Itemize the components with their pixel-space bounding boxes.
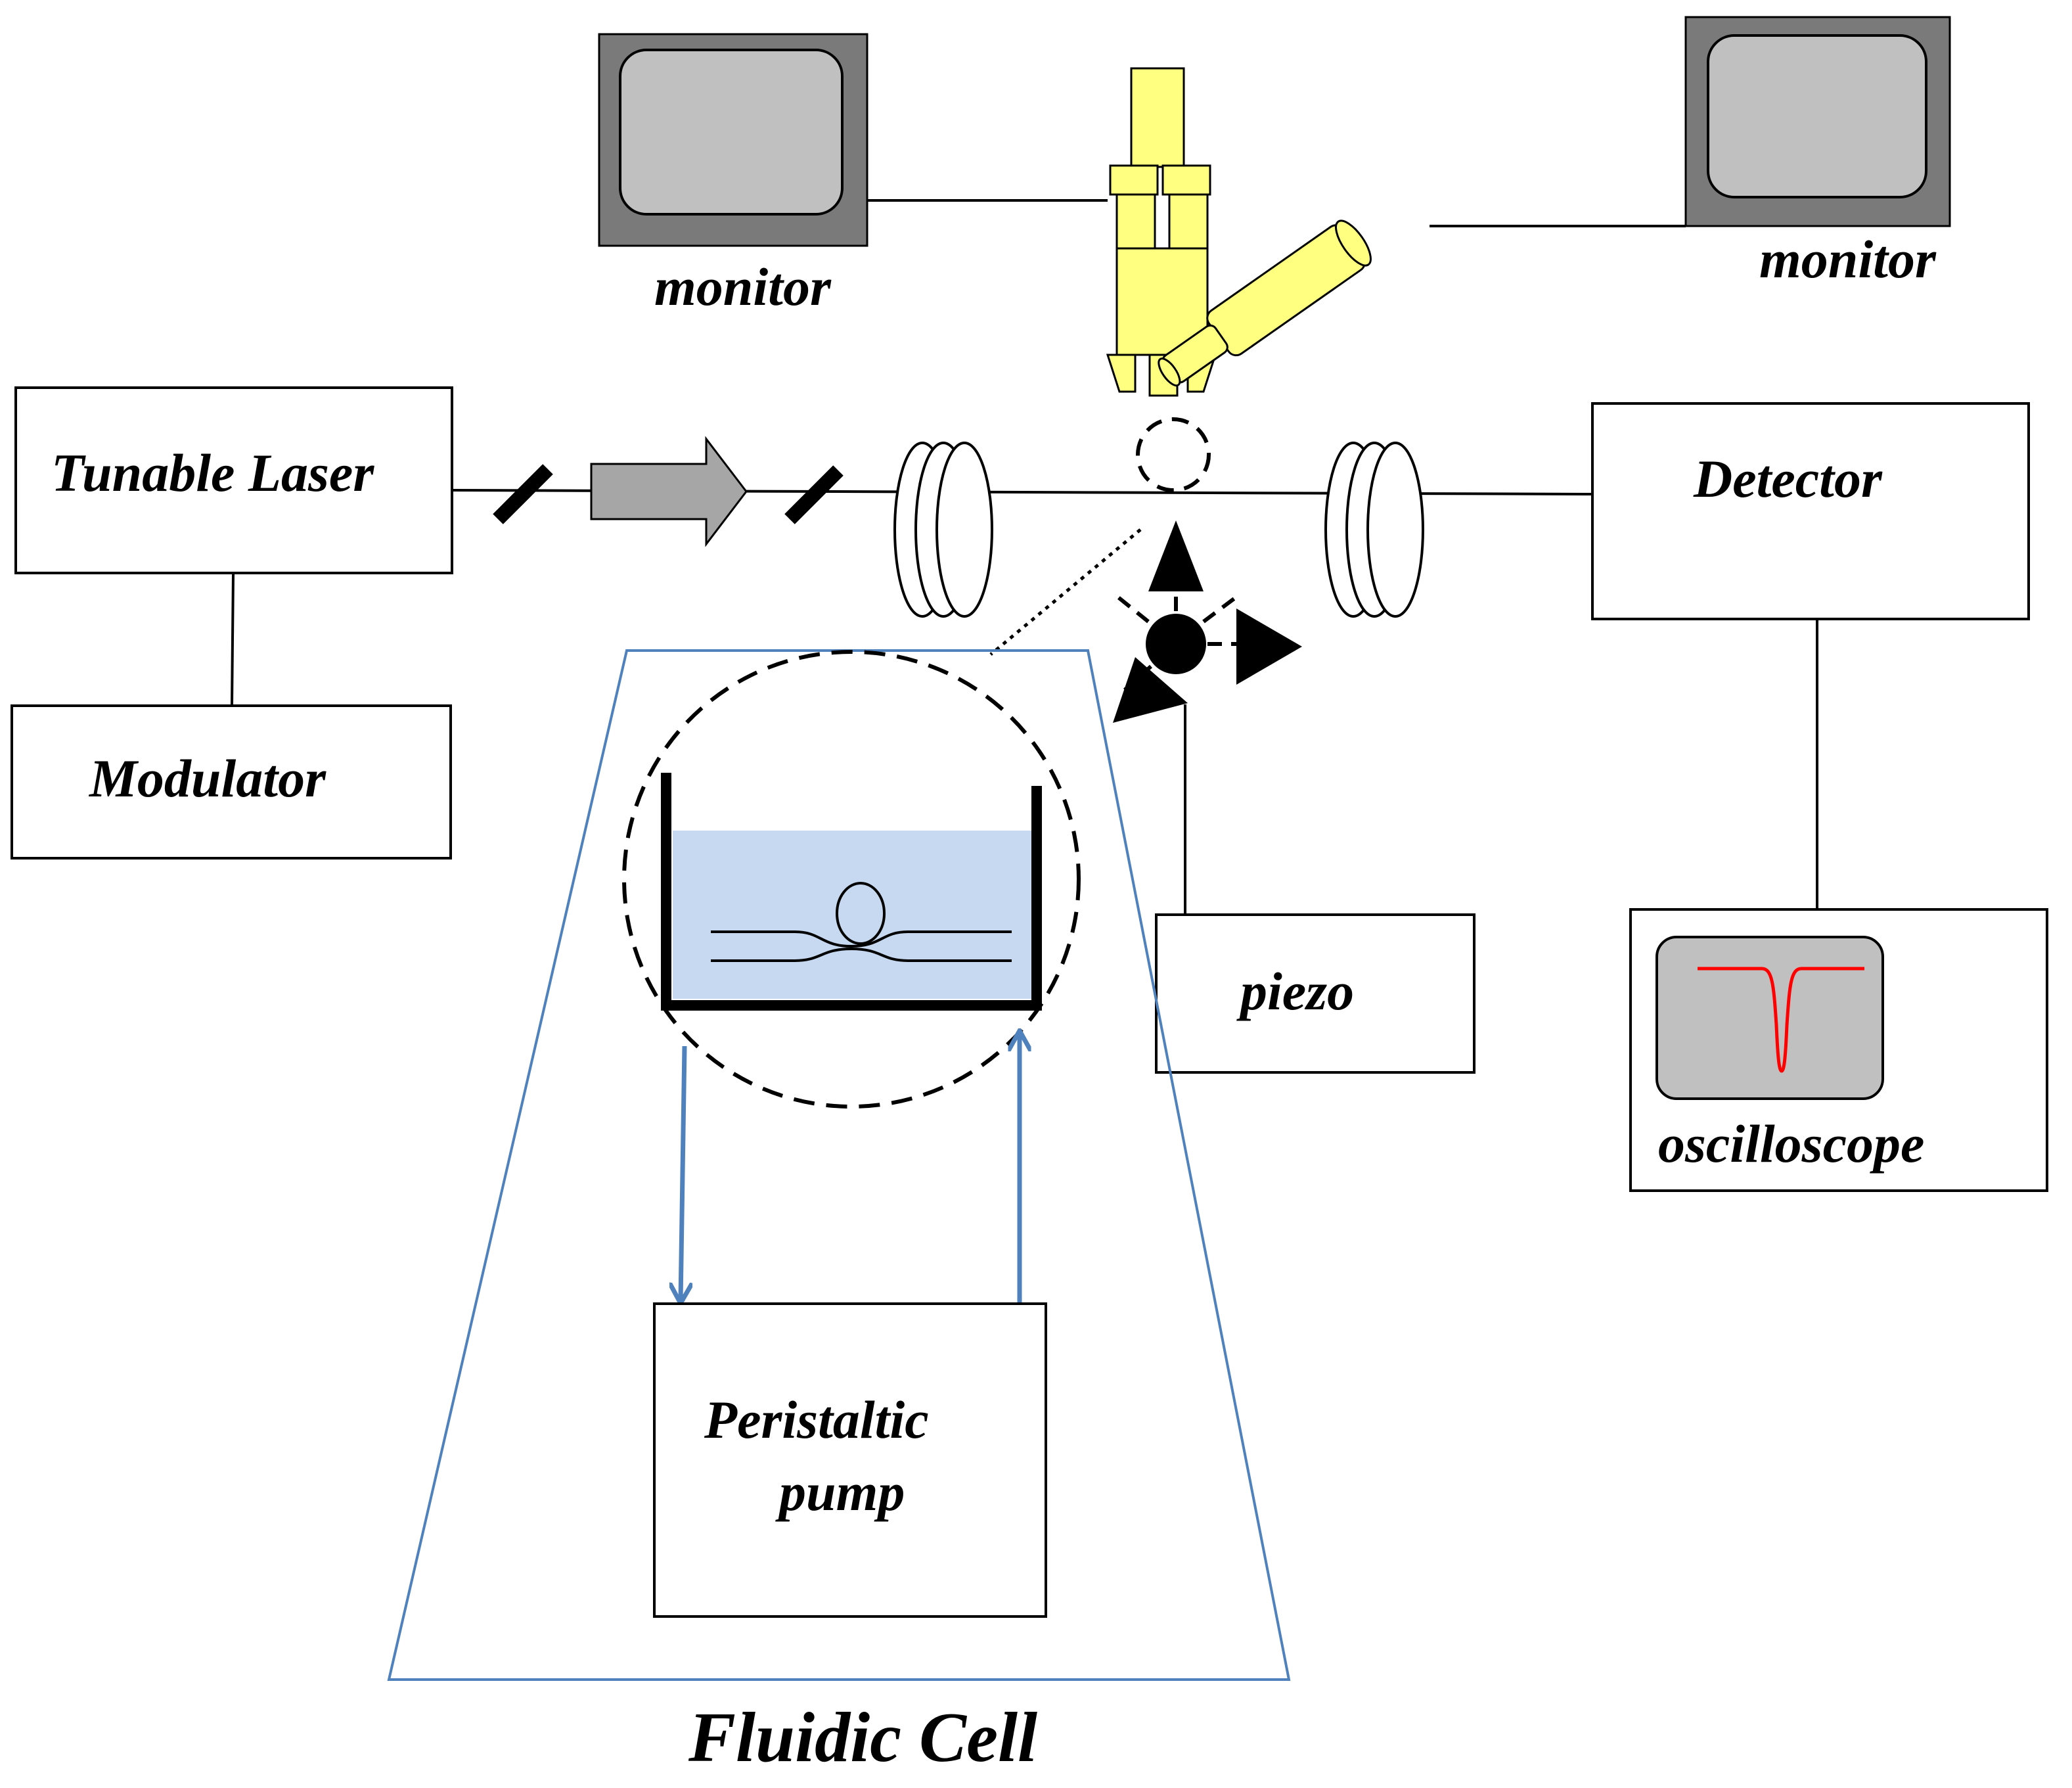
tapered-fiber-bottom [711,947,1012,962]
peristaltic-pump-box: Peristaltic pump [653,1302,1047,1618]
laser-modulator-link [231,572,235,706]
oscilloscope-box: oscilloscope [1629,908,2048,1192]
pump-label-line1: Peristaltic [704,1390,929,1450]
mirror-left [493,464,553,524]
isolator-arrow [590,436,748,547]
piezo-label: piezo [1236,961,1354,1021]
detector-label: Detector [1693,449,1883,509]
resonance-dip-trace [1698,967,1864,1073]
fiber-coil-left [893,442,993,618]
connection-lines [231,199,1818,915]
zoom-circle [622,650,1081,1109]
pump-label-line2: pump [775,1462,905,1522]
fluidic-cell-label: Fluidic Cell [688,1699,1037,1777]
modulator-box: Modulator [11,704,452,860]
detector-box: Detector [1591,402,2030,620]
oscilloscope-label: oscilloscope [1658,1114,1924,1174]
piezo-box: piezo [1155,913,1475,1074]
modulator-label: Modulator [88,748,327,808]
tunable-laser-box: Tunable Laser [14,386,453,574]
monitor-right-label: monitor [1759,229,1937,289]
tunable-laser-label: Tunable Laser [51,443,374,503]
outflow-arrow [681,1045,685,1301]
monitor-left-label: monitor [654,257,832,317]
mirrors [493,464,844,524]
fiber-coil-right [1324,442,1424,618]
fluid-container [661,773,1042,1011]
microresonator-marker [1136,417,1211,492]
fluidic-cell-outline [387,649,1291,1681]
side-camera [1158,219,1372,387]
oscilloscope-screen [1655,936,1884,1100]
zoom-indicator-line [989,528,1142,656]
tapered-fiber-top [711,930,1012,948]
translation-stage [1113,520,1302,723]
microsphere [836,882,886,945]
monitor-left: monitor [598,33,868,317]
mirror-right [784,465,844,524]
monitor-right: monitor [1684,16,1951,289]
